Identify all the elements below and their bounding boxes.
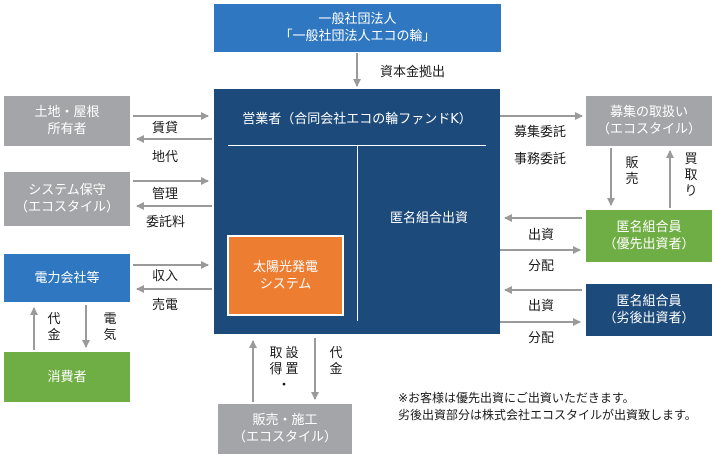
anonymous-investment-label: 匿名組合出資 [389, 211, 468, 226]
distribution-label-1: 分配 [528, 259, 555, 274]
general-incorporated-association-box: 一般社団法人 「一般社団法人エコの輪」 [214, 4, 501, 52]
management-label: 管理 [152, 187, 179, 202]
consumer-payment-label: 代金 [47, 312, 61, 343]
commission-fee-label: 委託料 [146, 215, 186, 230]
land-owner-line-2: 所有者 [47, 122, 87, 137]
payment-label: 代金 [329, 346, 343, 377]
recruitment-line-1: 募集の取扱い [609, 105, 688, 120]
solar-line-2: システム [259, 276, 312, 292]
capital-contribution-label: 資本金拠出 [380, 65, 446, 80]
operator-title: 営業者（合同会社エコの輪ファンドK） [242, 112, 472, 127]
subordinate-investor-box: 匿名組合員 （劣後出資者） [586, 284, 712, 336]
association-line-2: 「一般社団法人エコの輪」 [279, 29, 436, 44]
priority-investor-box: 匿名組合員 （優先出資者） [586, 210, 712, 262]
association-line-1: 一般社団法人 [318, 12, 397, 27]
buyback-label: 買取り [684, 152, 698, 199]
power-sale-label: 売電 [152, 298, 179, 313]
subordinate-investor-line-2: （劣後出資者） [603, 311, 695, 326]
solar-line-1: 太陽光発電 [252, 259, 318, 275]
footnote-line-1: ※お客様は優先出資にご出資いただきます。 [398, 391, 635, 405]
acquisition-label-dot: ・ [277, 378, 291, 393]
land-owner-line-1: 土地・屋根 [34, 105, 100, 120]
solar-power-system-box: 太陽光発電 システム [227, 235, 344, 316]
sales-construction-line-1: 販売・施工 [252, 413, 318, 428]
power-company-label: 電力会社等 [34, 270, 100, 286]
priority-investor-line-1: 匿名組合員 [616, 220, 682, 235]
maintenance-line-1: システム保守 [28, 183, 106, 198]
sales-construction-box: 販売・施工 （エコスタイル） [218, 404, 352, 454]
recruit-commission-label: 募集委託 [514, 125, 567, 140]
consumer-box: 消費者 [4, 352, 130, 402]
rent-label: 賃貸 [152, 121, 179, 136]
sales-label: 販売 [625, 156, 639, 187]
acquisition-label-col-1: 取得 [269, 346, 283, 377]
system-maintenance-box: システム保守 （エコスタイル） [4, 172, 130, 226]
recruitment-box: 募集の取扱い （エコスタイル） [586, 96, 712, 146]
maintenance-line-2: （エコスタイル） [14, 200, 119, 215]
electricity-label: 電気 [103, 312, 117, 343]
income-label: 収入 [152, 269, 179, 284]
investment-label-1: 出資 [528, 228, 555, 243]
subordinate-investor-line-1: 匿名組合員 [616, 294, 682, 309]
footnote-line-2: 劣後出資部分は株式会社エコスタイルが出資致します。 [398, 408, 697, 422]
investment-label-2: 出資 [528, 299, 555, 314]
power-company-box: 電力会社等 [4, 254, 130, 302]
acquisition-label-col-2: 設置 [285, 346, 299, 377]
land-owner-box: 土地・屋根 所有者 [4, 96, 130, 146]
land-fee-label: 地代 [152, 150, 179, 165]
distribution-label-2: 分配 [528, 331, 555, 346]
office-commission-label: 事務委託 [514, 152, 567, 167]
recruitment-line-2: （エコスタイル） [596, 122, 701, 137]
operator-divider-vertical [357, 145, 358, 321]
consumer-label: 消費者 [47, 369, 87, 385]
sales-construction-line-2: （エコスタイル） [232, 430, 337, 445]
priority-investor-line-2: （優先出資者） [603, 237, 695, 252]
